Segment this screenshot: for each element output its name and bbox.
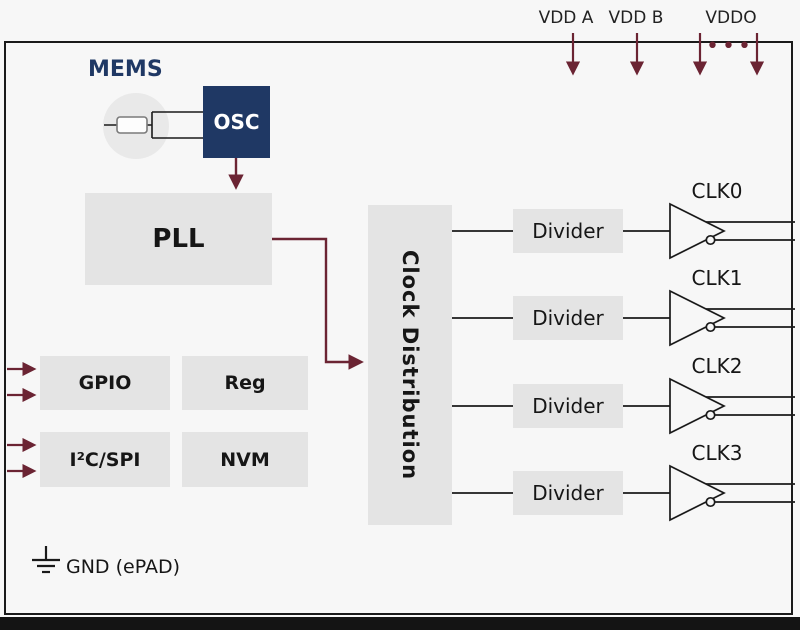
power-supply-arrows [565,33,765,76]
divider-block-clk3: Divider [513,471,623,515]
gpio-block: GPIO [40,356,170,410]
gnd-epad-label: GND (ePAD) [66,556,180,578]
clk3-row-wiring [452,464,795,522]
clk3-inversion-bubble-icon [705,496,716,508]
clk0-label: CLK0 [691,179,743,203]
clk3-output-buffer-icon [669,464,726,522]
left-input-arrows [7,361,37,479]
pll-to-clockdist-route-icon [272,237,364,370]
vdd-a-label: VDD A [538,8,594,28]
ellipsis-dots-icon: ••• [706,34,754,59]
i2c-spi-block: I²C/SPI [40,432,170,487]
nvm-block: NVM [182,432,308,487]
clk1-row-wiring [452,289,795,347]
clk2-row-wiring [452,377,795,435]
bottom-edge-bar [0,617,800,630]
clk2-inversion-bubble-icon [705,409,716,421]
clk1-label: CLK1 [691,266,743,290]
clk1-output-buffer-icon [669,289,726,347]
clk2-label: CLK2 [691,354,743,378]
clock-output-wiring [452,202,795,522]
clk1-inversion-bubble-icon [705,321,716,333]
clk0-row-wiring [452,202,795,260]
divider-block-clk1: Divider [513,296,623,340]
ground-icon [32,546,60,574]
divider-block-clk2: Divider [513,384,623,428]
clk0-inversion-bubble-icon [705,234,716,246]
vddo-label: VDDO [705,8,757,28]
mems-label: MEMS [88,57,163,82]
vdd-b-label: VDD B [608,8,664,28]
clk3-label: CLK3 [691,441,743,465]
clock-distribution-label: Clock Distribution [398,249,422,481]
divider-block-clk0: Divider [513,209,623,253]
chip-boundary [4,41,793,615]
reg-block: Reg [182,356,308,410]
clock-distribution-block: Clock Distribution [368,205,452,525]
clk2-output-buffer-icon [669,377,726,435]
clk0-output-buffer-icon [669,202,726,260]
mems-resonator-icon [103,93,203,159]
pll-block: PLL [85,193,272,285]
osc-block: OSC [203,86,270,158]
